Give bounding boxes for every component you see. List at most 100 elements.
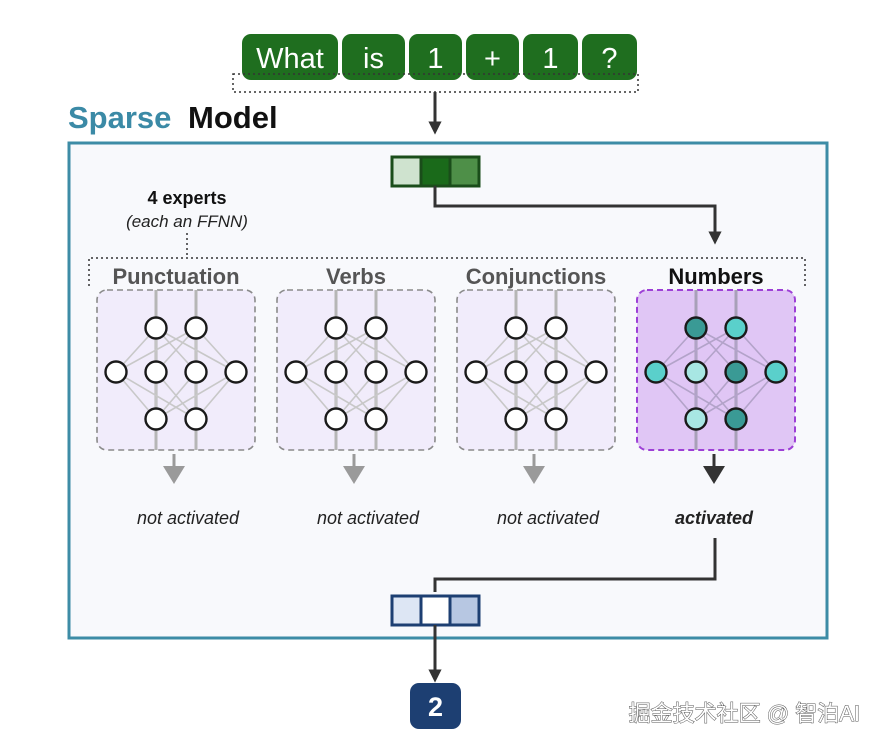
nn-node (684, 407, 708, 431)
nn-node (584, 360, 608, 384)
vector-cell (448, 155, 481, 188)
nn-node (504, 360, 528, 384)
expert-status: not activated (137, 508, 240, 528)
experts-count-label: 4 experts (147, 188, 226, 208)
nn-node (364, 360, 388, 384)
input-token-box (409, 34, 462, 80)
input-token-text: is (363, 43, 384, 75)
input-token-box (523, 34, 578, 80)
input-token-text: ? (601, 43, 617, 75)
experts-group: Punctuation not activated Verbs not activat… (96, 264, 796, 528)
nn-node (544, 316, 568, 340)
nn-node (224, 360, 248, 384)
combine-path (433, 538, 717, 592)
nn-node (184, 407, 208, 431)
vector-cell (419, 594, 452, 627)
input-token-box (582, 34, 637, 80)
nn-node (144, 407, 168, 431)
expert-box (636, 289, 796, 451)
nn-node (504, 316, 528, 340)
nn-edge (695, 371, 777, 420)
expert-status: not activated (317, 508, 420, 528)
nn-edge (115, 327, 197, 373)
nn-edge (655, 327, 737, 373)
input-token-box (342, 34, 405, 80)
input-token-text: 1 (542, 43, 558, 75)
nn-node (284, 360, 308, 384)
nn-node (104, 360, 128, 384)
nn-node (144, 316, 168, 340)
expert-box (456, 289, 616, 451)
expert-conjunctions: Conjunctions not activated (456, 264, 616, 528)
title-model: Model (188, 100, 278, 135)
nn-node (144, 360, 168, 384)
input-token: + (466, 34, 519, 80)
nn-node (324, 316, 348, 340)
input-token: 1 (409, 34, 462, 80)
experts-note-label: (each an FFNN) (126, 212, 248, 231)
output-token: 2 (428, 692, 443, 722)
nn-edge (295, 327, 377, 373)
experts-bracket (88, 257, 806, 286)
expert-name: Punctuation (112, 264, 239, 289)
input-token: is (342, 34, 405, 80)
expert-output-arrowhead (523, 466, 545, 484)
input-token-text: What (256, 43, 324, 75)
nn-node (184, 360, 208, 384)
vector-cell (390, 155, 423, 188)
expert-name: Conjunctions (466, 264, 607, 289)
output-vector (390, 594, 481, 627)
nn-node (724, 316, 748, 340)
model-title: Sparse Model (68, 100, 278, 135)
nn-node (464, 360, 488, 384)
nn-edge (335, 371, 417, 420)
input-token-box (242, 34, 338, 80)
input-token-row: What is 1 +1? (242, 34, 637, 80)
nn-node (684, 360, 708, 384)
expert-box (276, 289, 436, 451)
nn-node (184, 316, 208, 340)
nn-node (644, 360, 668, 384)
input-token: What (242, 34, 338, 80)
expert-numbers: Numbers activated (636, 264, 796, 528)
nn-node (364, 407, 388, 431)
nn-node (724, 407, 748, 431)
vector-cell (448, 594, 481, 627)
watermark: 掘金技术社区 @ 智泊AI (629, 701, 860, 726)
nn-edge (475, 327, 557, 373)
nn-edge (515, 371, 597, 420)
expert-punctuation: Punctuation not activated (96, 264, 256, 528)
nn-node (544, 360, 568, 384)
expert-output-arrowhead (163, 466, 185, 484)
title-sparse: Sparse (68, 100, 171, 135)
nn-node (684, 316, 708, 340)
expert-output-arrowhead (703, 466, 725, 484)
vector-cell (419, 155, 452, 188)
expert-status: activated (675, 508, 754, 528)
input-token-text: + (484, 43, 501, 75)
nn-node (544, 407, 568, 431)
vector-cell (390, 594, 423, 627)
expert-status: not activated (497, 508, 600, 528)
output-token-box (410, 683, 461, 729)
input-token: 1 (523, 34, 578, 80)
nn-node (724, 360, 748, 384)
expert-name: Numbers (668, 264, 763, 289)
nn-node (364, 316, 388, 340)
expert-output-arrowhead (343, 466, 365, 484)
expert-verbs: Verbs not activated (276, 264, 436, 528)
nn-node (324, 407, 348, 431)
input-token: ? (582, 34, 637, 80)
nn-node (764, 360, 788, 384)
expert-box (96, 289, 256, 451)
router-path (433, 186, 722, 245)
nn-edge (155, 371, 237, 420)
nn-node (504, 407, 528, 431)
expert-name: Verbs (326, 264, 386, 289)
nn-node (404, 360, 428, 384)
input-token-text: 1 (427, 43, 443, 75)
input-token-box (466, 34, 519, 80)
token-vector (390, 155, 481, 188)
nn-node (324, 360, 348, 384)
